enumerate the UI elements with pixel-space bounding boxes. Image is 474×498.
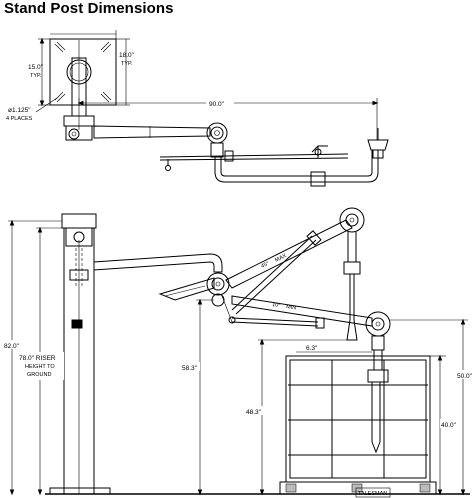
side-view: 45° MAX 10° MIN — [4, 207, 474, 498]
riser-label-line3: GROUND — [27, 372, 51, 378]
title-block — [355, 487, 391, 498]
riser-label-line1: 78.0" RISER — [19, 355, 56, 362]
title-block-label: TALESMAN — [358, 491, 387, 497]
page-title: Stand Post Dimensions — [4, 0, 174, 17]
max-angle-label: 45° — [260, 261, 270, 270]
riser-head — [61, 213, 97, 229]
mounting-slots — [54, 41, 112, 103]
top-view: 15.0" TYP. 18.0" TYP. ø1.125" 4 PLACES 9… — [6, 30, 389, 187]
primary-arm-side — [93, 253, 223, 273]
dim-48-label: 48.3" — [246, 409, 262, 416]
dim-18-note: TYP. — [121, 61, 133, 67]
dim-6-label: 6.3" — [306, 345, 318, 352]
hole-diameter-label: ø1.125" — [8, 107, 31, 114]
primary-arm-plan — [93, 125, 211, 139]
outer-arm-max — [225, 219, 353, 289]
min-label: MIN — [286, 304, 297, 311]
dim-40-label: 40.0" — [441, 422, 457, 429]
dim-18-label: 18.0" — [119, 52, 135, 59]
min-angle-label: 10° — [272, 302, 281, 309]
post-tag — [71, 319, 83, 329]
container-tote — [279, 355, 437, 495]
dim-82-label: 82.0" — [4, 343, 20, 350]
max-label: MAX — [274, 253, 288, 264]
dim-15-label: 15.0" — [28, 64, 44, 71]
dim-58-label: 58.3" — [182, 365, 198, 372]
dim-15-note: TYP. — [30, 73, 42, 79]
riser-label-line2: HEIGHT TO — [25, 364, 55, 370]
hole-count-label: 4 PLACES — [6, 116, 33, 122]
dim-90-label: 90.0" — [209, 101, 225, 108]
dim-50-label: 50.0" — [457, 373, 473, 380]
